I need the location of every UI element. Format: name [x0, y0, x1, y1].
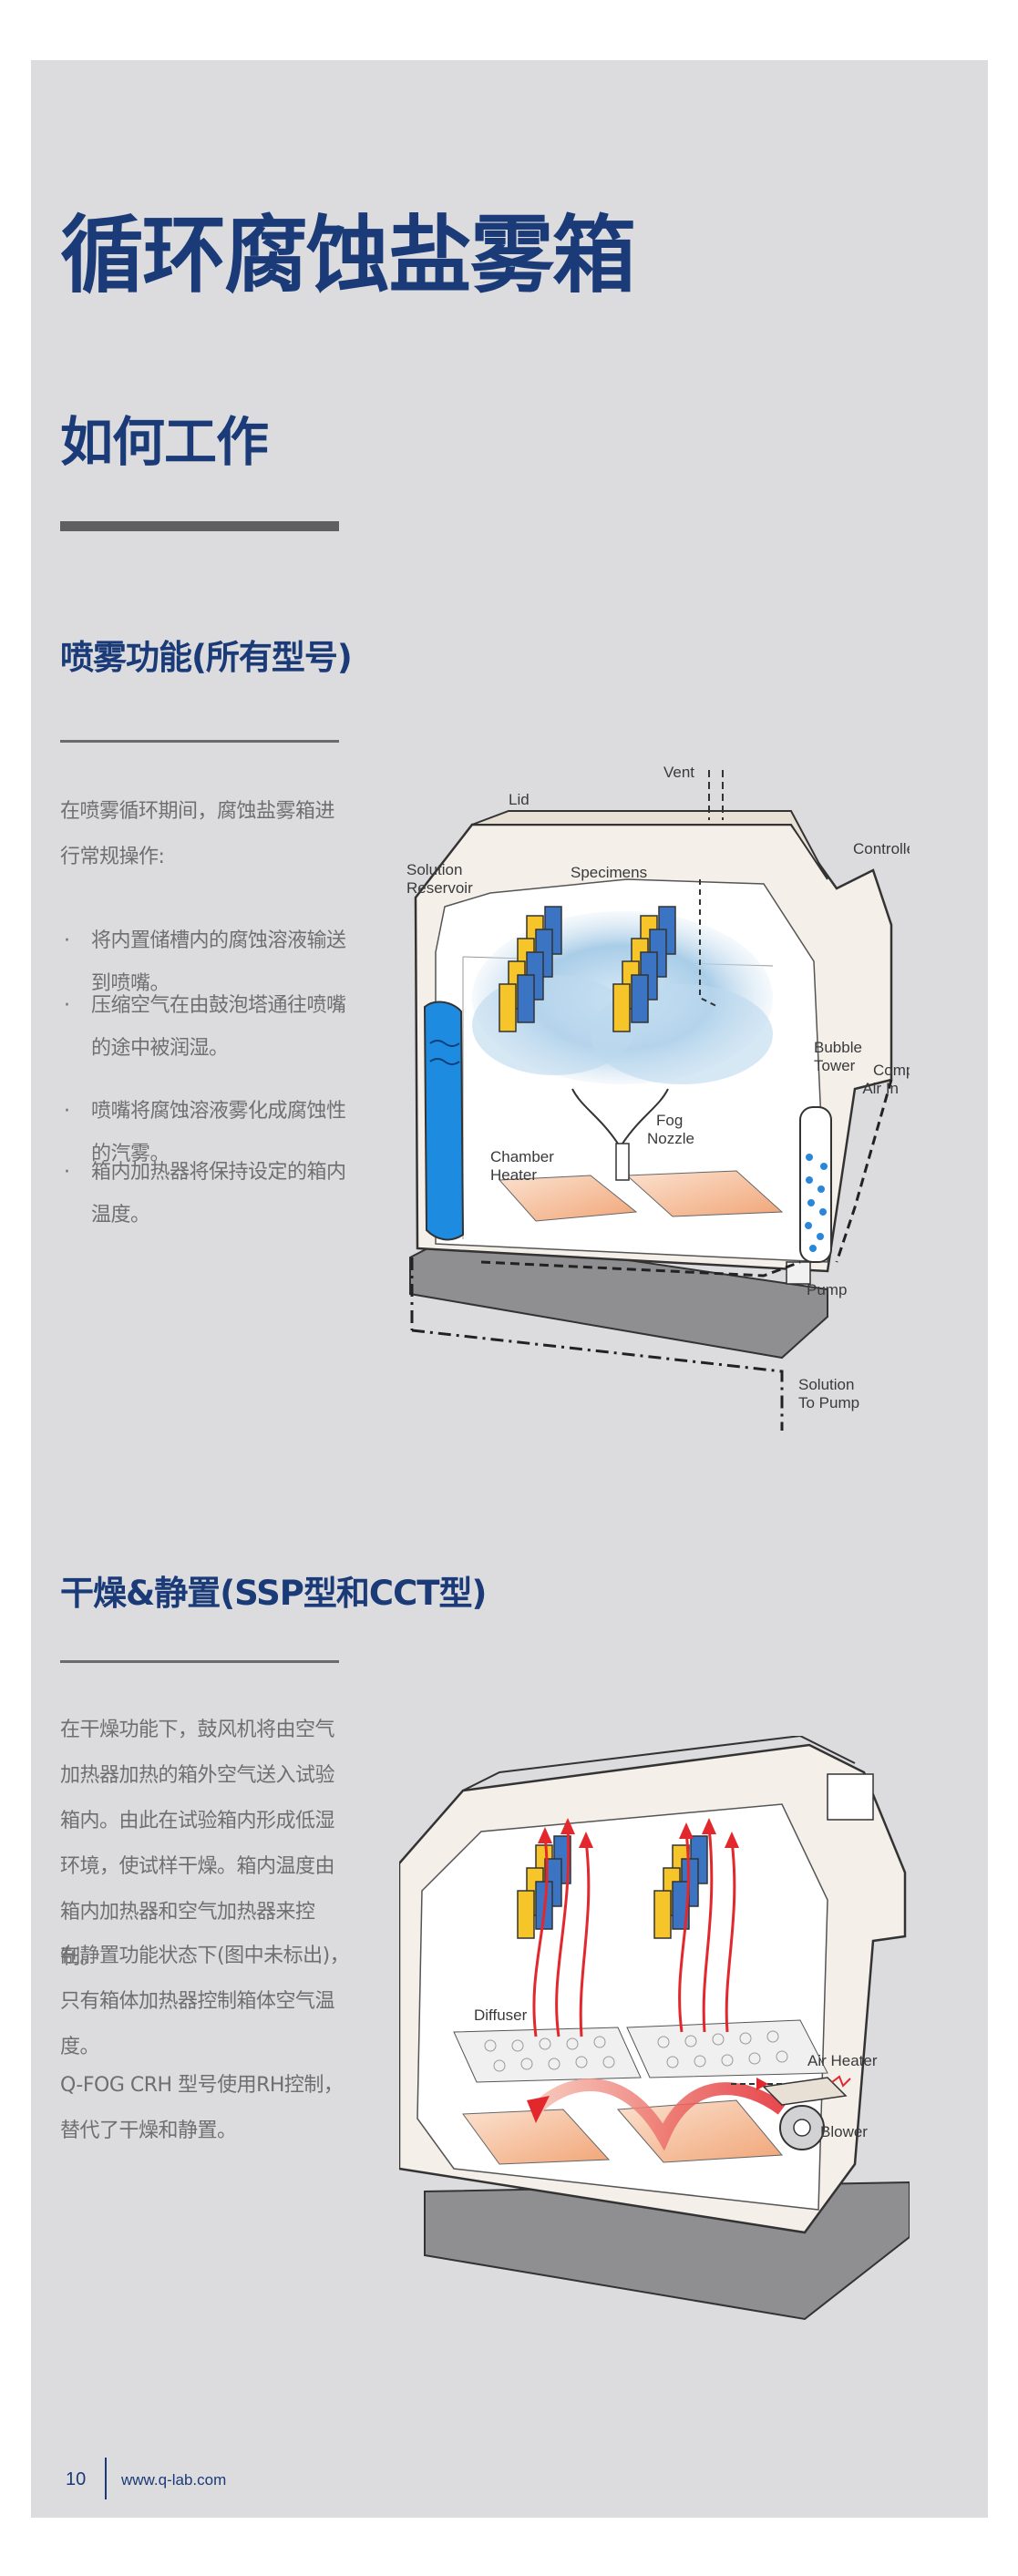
dry-function-diagram: Diffuser Air Heater Blower — [399, 1736, 910, 2321]
bullet-dot: · — [64, 1161, 70, 1184]
label-solution-reservoir: Reservoir — [406, 879, 473, 897]
chamber-heater — [462, 2109, 611, 2165]
blower-hub — [793, 2119, 811, 2137]
label-bubble-tower: Bubble — [814, 1039, 862, 1056]
fog-function-diagram: Lid Vent Controller Solution Reservoir S… — [406, 764, 910, 1431]
dry-paragraph: Q-FOG CRH 型号使用RH控制，替代了干燥和静置。 — [60, 2074, 344, 2142]
label-solution-to-pump: Solution — [798, 1376, 854, 1393]
specimen-rack-right — [612, 906, 676, 1032]
label-blower: Blower — [820, 2123, 868, 2140]
controller-panel — [827, 1773, 874, 1821]
intake-arrow — [756, 2078, 768, 2090]
heater-coil-icon — [831, 2075, 851, 2088]
footer-url-link[interactable]: www.q-lab.com — [121, 2471, 227, 2489]
label-bubble-tower: Tower — [814, 1057, 856, 1074]
fog-section-heading: 喷雾功能(所有型号) — [60, 638, 353, 677]
cabinet-lid — [462, 1736, 856, 1791]
vent-duct — [699, 879, 719, 1008]
fog-section-rule — [60, 740, 339, 743]
compressed-air-line — [835, 1079, 893, 1263]
label-lid: Lid — [509, 791, 530, 808]
fog-intro-text: 在喷雾循环期间，腐蚀盐雾箱进行常规操作: — [60, 800, 335, 868]
specimen-rack-right — [653, 1835, 708, 1939]
fog-nozzle — [615, 1143, 630, 1181]
bubble-tower — [799, 1106, 832, 1263]
footer-divider — [105, 2458, 107, 2499]
dry-paragraph: 在干燥功能下，鼓风机将由空气加热器加热的箱外空气送入试验箱内。由此在试验箱内形成… — [60, 1719, 335, 1969]
solution-reservoir — [423, 1001, 465, 1241]
fog-bullet-text: 压缩空气在由鼓泡塔通往喷嘴的途中被润湿。 — [91, 994, 346, 1060]
label-fog-nozzle: Nozzle — [647, 1130, 694, 1147]
reservoir-waves — [429, 1040, 460, 1065]
solution-flow-line — [410, 1257, 784, 1431]
label-solution-to-pump: To Pump — [798, 1394, 859, 1411]
blower-air-flow — [531, 2078, 787, 2151]
fog-bullet-text: 箱内加热器将保持设定的箱内温度。 — [91, 1161, 346, 1226]
diffuser-plate — [626, 2019, 828, 2078]
label-fog-nozzle: Fog — [656, 1112, 683, 1129]
page-title: 循环腐蚀盐雾箱 — [60, 207, 636, 304]
diffuser-plate — [453, 2027, 642, 2083]
chamber-heater — [616, 2099, 784, 2163]
title-divider — [60, 521, 339, 531]
chamber-heater — [498, 1175, 638, 1222]
fog-bullet: · 喷嘴将腐蚀溶液雾化成腐蚀性的汽雾。 — [60, 1090, 361, 1175]
fog-bullet: · 箱内加热器将保持设定的箱内温度。 — [60, 1151, 361, 1237]
nozzle-spray — [571, 1088, 619, 1144]
label-vent: Vent — [663, 764, 694, 781]
fog-bullet-text: 喷嘴将腐蚀溶液雾化成腐蚀性的汽雾。 — [91, 1100, 346, 1165]
label-chamber-heater: Heater — [490, 1166, 537, 1184]
air-heater — [762, 2077, 848, 2106]
cabinet-lid — [471, 810, 828, 880]
air-flow-line — [480, 1260, 801, 1278]
label-specimens: Specimens — [571, 864, 647, 881]
fog-bullet: · 将内置储槽内的腐蚀溶液输送到喷嘴。 — [60, 919, 361, 1005]
bubble-tower-bubbles — [805, 1154, 828, 1252]
chamber-heater — [625, 1170, 784, 1217]
arrow-heads — [538, 1818, 739, 1848]
label-pump: Pump — [807, 1281, 847, 1298]
bullet-dot: · — [64, 994, 70, 1017]
diffuser-holes — [484, 2030, 788, 2072]
specimen-rack-left — [499, 906, 562, 1032]
label-compressed-air: Compressed — [873, 1062, 910, 1079]
dry-paragraph: 在静置功能状态下(图中未标出)，只有箱体加热器控制箱体空气温度。 — [60, 1945, 350, 2058]
specimen-rack-left — [517, 1835, 571, 1939]
label-diffuser: Diffuser — [474, 2006, 528, 2024]
nozzle-spray — [622, 1088, 669, 1144]
label-controller: Controller — [853, 840, 910, 857]
fog-bullet-text: 将内置储槽内的腐蚀溶液输送到喷嘴。 — [91, 929, 346, 995]
fog-bullet: · 压缩空气在由鼓泡塔通往喷嘴的途中被润湿。 — [60, 984, 361, 1070]
label-compressed-air: Air In — [862, 1080, 899, 1097]
page-number: 10 — [66, 2469, 87, 2489]
section-subtitle: 如何工作 — [60, 411, 269, 473]
label-air-heater: Air Heater — [807, 2052, 878, 2069]
warm-air-arrows — [532, 1826, 736, 2037]
label-chamber-heater: Chamber — [490, 1148, 554, 1165]
bullet-dot: · — [64, 1100, 70, 1123]
flow-arrowhead — [527, 2096, 550, 2123]
bullet-dot: · — [64, 929, 70, 952]
dry-section-rule — [60, 1660, 339, 1663]
label-solution-reservoir: Solution — [406, 861, 462, 878]
dry-section-heading: 干燥&静置(SSP型和CCT型) — [60, 1574, 487, 1613]
